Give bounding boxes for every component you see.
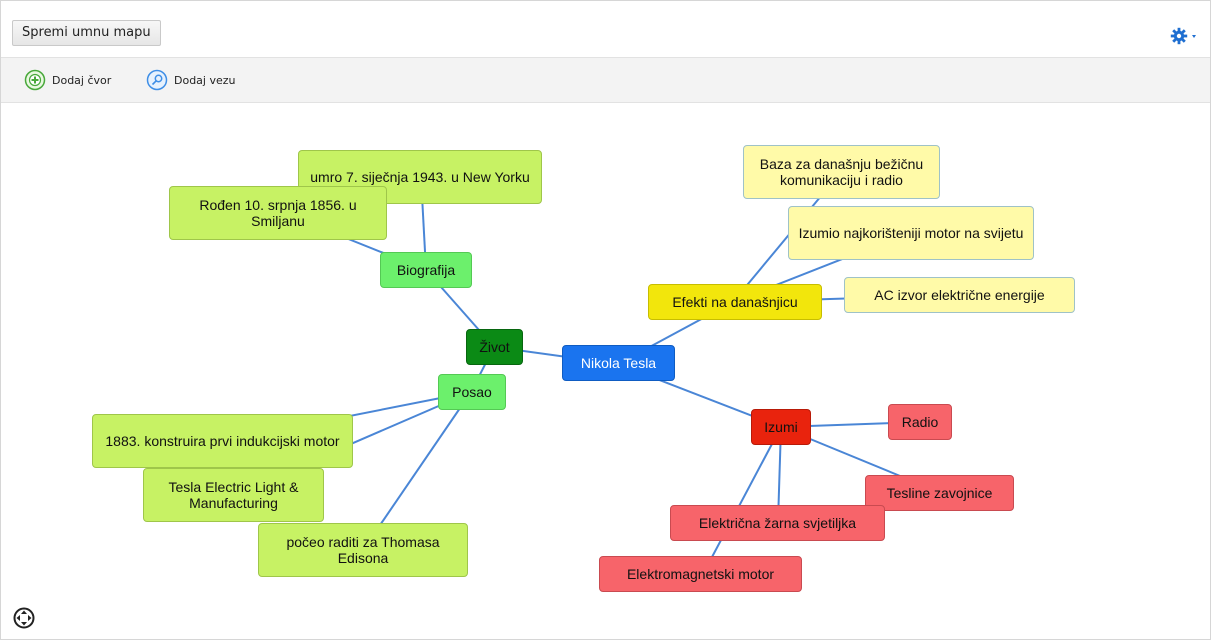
node-roden[interactable]: Rođen 10. srpnja 1856. u Smiljanu bbox=[169, 186, 387, 240]
node-radio[interactable]: Radio bbox=[888, 404, 952, 440]
node-zarna-label: Električna žarna svjetiljka bbox=[698, 515, 857, 531]
node-biografija[interactable]: Biografija bbox=[380, 252, 472, 288]
node-roden-label: Rođen 10. srpnja 1856. u Smiljanu bbox=[199, 197, 357, 229]
node-posao-label: Posao bbox=[452, 384, 492, 400]
node-zavojnice[interactable]: Tesline zavojnice bbox=[865, 475, 1014, 511]
node-elektromagnetski-label: Elektromagnetski motor bbox=[626, 566, 775, 582]
add-node-button[interactable]: Dodaj čvor bbox=[24, 68, 111, 92]
gear-icon[interactable] bbox=[1170, 27, 1198, 45]
node-umro-label: umro 7. siječnja 1943. u New Yorku bbox=[310, 169, 530, 185]
save-mindmap-button[interactable]: Spremi umnu mapu bbox=[12, 20, 161, 46]
node-zavojnice-label: Tesline zavojnice bbox=[886, 485, 993, 501]
add-node-label: Dodaj čvor bbox=[52, 73, 112, 87]
node-efekti-label: Efekti na današnjicu bbox=[672, 294, 798, 310]
node-1883-label: 1883. konstruira prvi indukcijski motor bbox=[105, 433, 340, 449]
node-zivot-label: Život bbox=[479, 339, 510, 355]
node-baza-label: Baza za današnju bežičnu komunikaciju i … bbox=[759, 156, 924, 188]
node-motor-label: Izumio najkorišteniji motor na svijetu bbox=[798, 225, 1024, 241]
node-biografija-label: Biografija bbox=[396, 262, 456, 278]
node-root[interactable]: Nikola Tesla bbox=[562, 345, 675, 381]
chevron-down-icon bbox=[1192, 35, 1196, 38]
node-elektromagnetski[interactable]: Elektromagnetski motor bbox=[599, 556, 802, 592]
node-ac-label: AC izvor električne energije bbox=[874, 287, 1045, 303]
mindmap-canvas[interactable]: Nikola Tesla Život Biografija umro 7. si… bbox=[1, 102, 1210, 639]
fit-to-screen-icon[interactable] bbox=[13, 607, 35, 629]
top-bar: Spremi umnu mapu bbox=[1, 1, 1210, 56]
node-zivot[interactable]: Život bbox=[466, 329, 523, 365]
link-izumi-elektromagnetski bbox=[702, 426, 782, 575]
node-edison-label: počeo raditi za Thomasa Edisona bbox=[286, 534, 440, 566]
add-link-button[interactable]: Dodaj vezu bbox=[146, 68, 236, 92]
node-tesla-electric-label: Tesla Electric Light & Manufacturing bbox=[168, 479, 299, 511]
node-zarna[interactable]: Električna žarna svjetiljka bbox=[670, 505, 885, 541]
node-root-label: Nikola Tesla bbox=[580, 355, 657, 371]
node-tesla-electric[interactable]: Tesla Electric Light & Manufacturing bbox=[143, 468, 324, 522]
node-ac[interactable]: AC izvor električne energije bbox=[844, 277, 1075, 313]
node-1883[interactable]: 1883. konstruira prvi indukcijski motor bbox=[92, 414, 353, 468]
add-link-icon bbox=[146, 69, 168, 91]
node-motor[interactable]: Izumio najkorišteniji motor na svijetu bbox=[788, 206, 1034, 260]
node-izumi[interactable]: Izumi bbox=[751, 409, 811, 445]
node-efekti[interactable]: Efekti na današnjicu bbox=[648, 284, 822, 320]
node-posao[interactable]: Posao bbox=[438, 374, 506, 410]
node-edison[interactable]: počeo raditi za Thomasa Edisona bbox=[258, 523, 468, 577]
add-link-label: Dodaj vezu bbox=[174, 73, 236, 87]
add-node-icon bbox=[24, 69, 46, 91]
node-baza[interactable]: Baza za današnju bežičnu komunikaciju i … bbox=[743, 145, 940, 199]
node-izumi-label: Izumi bbox=[764, 419, 798, 435]
node-radio-label: Radio bbox=[901, 414, 939, 430]
toolbar: Dodaj čvor Dodaj vezu bbox=[1, 57, 1210, 103]
